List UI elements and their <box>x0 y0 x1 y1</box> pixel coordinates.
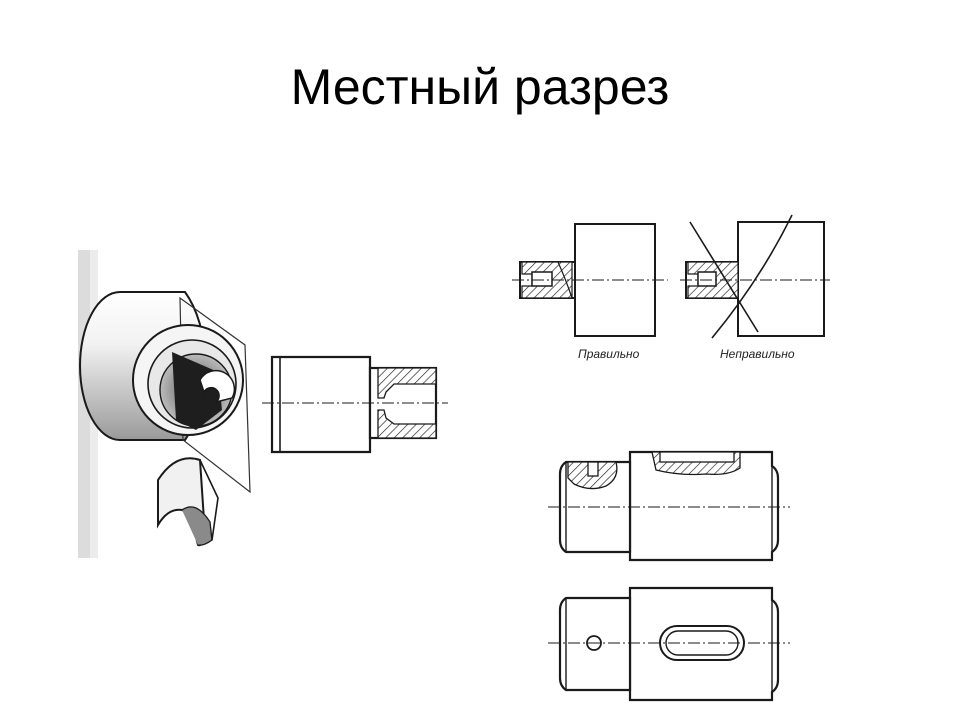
label-incorrect: Неправильно <box>720 347 795 361</box>
orthographic-view <box>262 355 448 454</box>
shaft-view-keyway <box>548 586 790 702</box>
isometric-local-section <box>78 250 251 558</box>
ortho-main-body <box>270 355 372 454</box>
slide-title: Местный разрез <box>290 59 670 115</box>
shaft-local-sections <box>548 450 790 562</box>
incorrect-example: Неправильно <box>680 214 830 361</box>
cross-line-1 <box>689 221 759 333</box>
correct-example: Правильно <box>512 223 668 361</box>
label-correct: Правильно <box>578 347 640 361</box>
cross-line-2 <box>711 214 793 339</box>
